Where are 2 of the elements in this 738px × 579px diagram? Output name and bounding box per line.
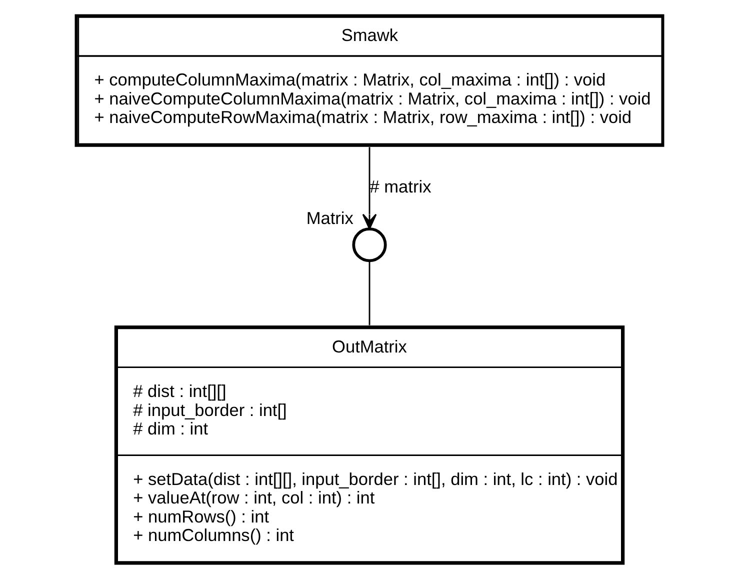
edge-label: # matrix <box>369 176 431 196</box>
node-label: Matrix <box>306 208 353 228</box>
